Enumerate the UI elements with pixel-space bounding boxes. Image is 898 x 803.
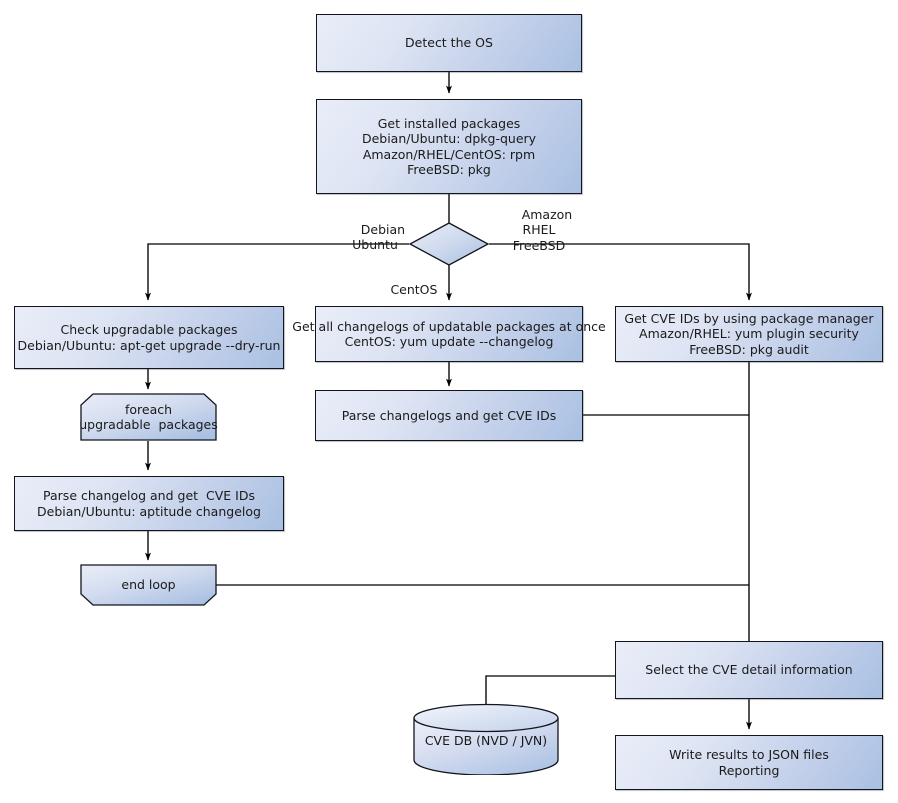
node-parse-changelog-left-label: Parse changelog and get CVE IDs Debian/U…: [37, 488, 261, 519]
node-cve-db[interactable]: CVE DB (NVD / JVN): [412, 703, 560, 776]
node-get-cve-ids-package-manager[interactable]: Get CVE IDs by using package manager Ama…: [615, 306, 883, 362]
edge-label-amazon-rhel-freebsd-text: Amazon RHEL FreeBSD: [512, 206, 573, 253]
node-write-results[interactable]: Write results to JSON files Reporting: [615, 735, 883, 790]
node-parse-changelogs-center[interactable]: Parse changelogs and get CVE IDs: [315, 390, 583, 441]
node-foreach-loop-start[interactable]: foreach upgradable packages: [79, 393, 218, 441]
node-check-upgradable-packages[interactable]: Check upgradable packages Debian/Ubuntu:…: [14, 306, 284, 369]
edge-label-centos: CentOS: [374, 266, 438, 313]
node-check-upgradable-packages-label: Check upgradable packages Debian/Ubuntu:…: [17, 322, 281, 353]
node-end-loop[interactable]: end loop: [80, 564, 217, 606]
node-parse-changelog-left[interactable]: Parse changelog and get CVE IDs Debian/U…: [14, 476, 284, 531]
node-select-cve-detail-label: Select the CVE detail information: [645, 662, 853, 678]
node-get-all-changelogs[interactable]: Get all changelogs of updatable packages…: [292, 306, 606, 362]
node-get-cve-ids-package-manager-label: Get CVE IDs by using package manager Ama…: [624, 310, 874, 357]
node-detect-os[interactable]: Detect the OS: [316, 14, 582, 72]
node-get-installed-packages-label: Get installed packages Debian/Ubuntu: dp…: [361, 115, 537, 178]
edge-label-debian-ubuntu-text: Debian Ubuntu: [352, 221, 406, 253]
edge-label-debian-ubuntu: Debian Ubuntu: [340, 206, 410, 268]
edge-label-centos-text: CentOS: [390, 281, 438, 297]
node-os-decision[interactable]: [408, 221, 490, 267]
node-parse-changelogs-center-label: Parse changelogs and get CVE IDs: [341, 407, 557, 423]
node-get-all-changelogs-label: Get all changelogs of updatable packages…: [292, 318, 606, 350]
node-cve-db-label: CVE DB (NVD / JVN): [424, 733, 548, 748]
node-select-cve-detail[interactable]: Select the CVE detail information: [615, 641, 883, 699]
node-foreach-loop-start-label: foreach upgradable packages: [79, 401, 218, 433]
node-write-results-label: Write results to JSON files Reporting: [669, 747, 829, 778]
node-detect-os-label: Detect the OS: [405, 35, 493, 51]
node-get-installed-packages[interactable]: Get installed packages Debian/Ubuntu: dp…: [316, 99, 582, 194]
node-end-loop-label: end loop: [121, 577, 176, 593]
edge-label-amazon-rhel-freebsd: Amazon RHEL FreeBSD: [492, 191, 586, 269]
